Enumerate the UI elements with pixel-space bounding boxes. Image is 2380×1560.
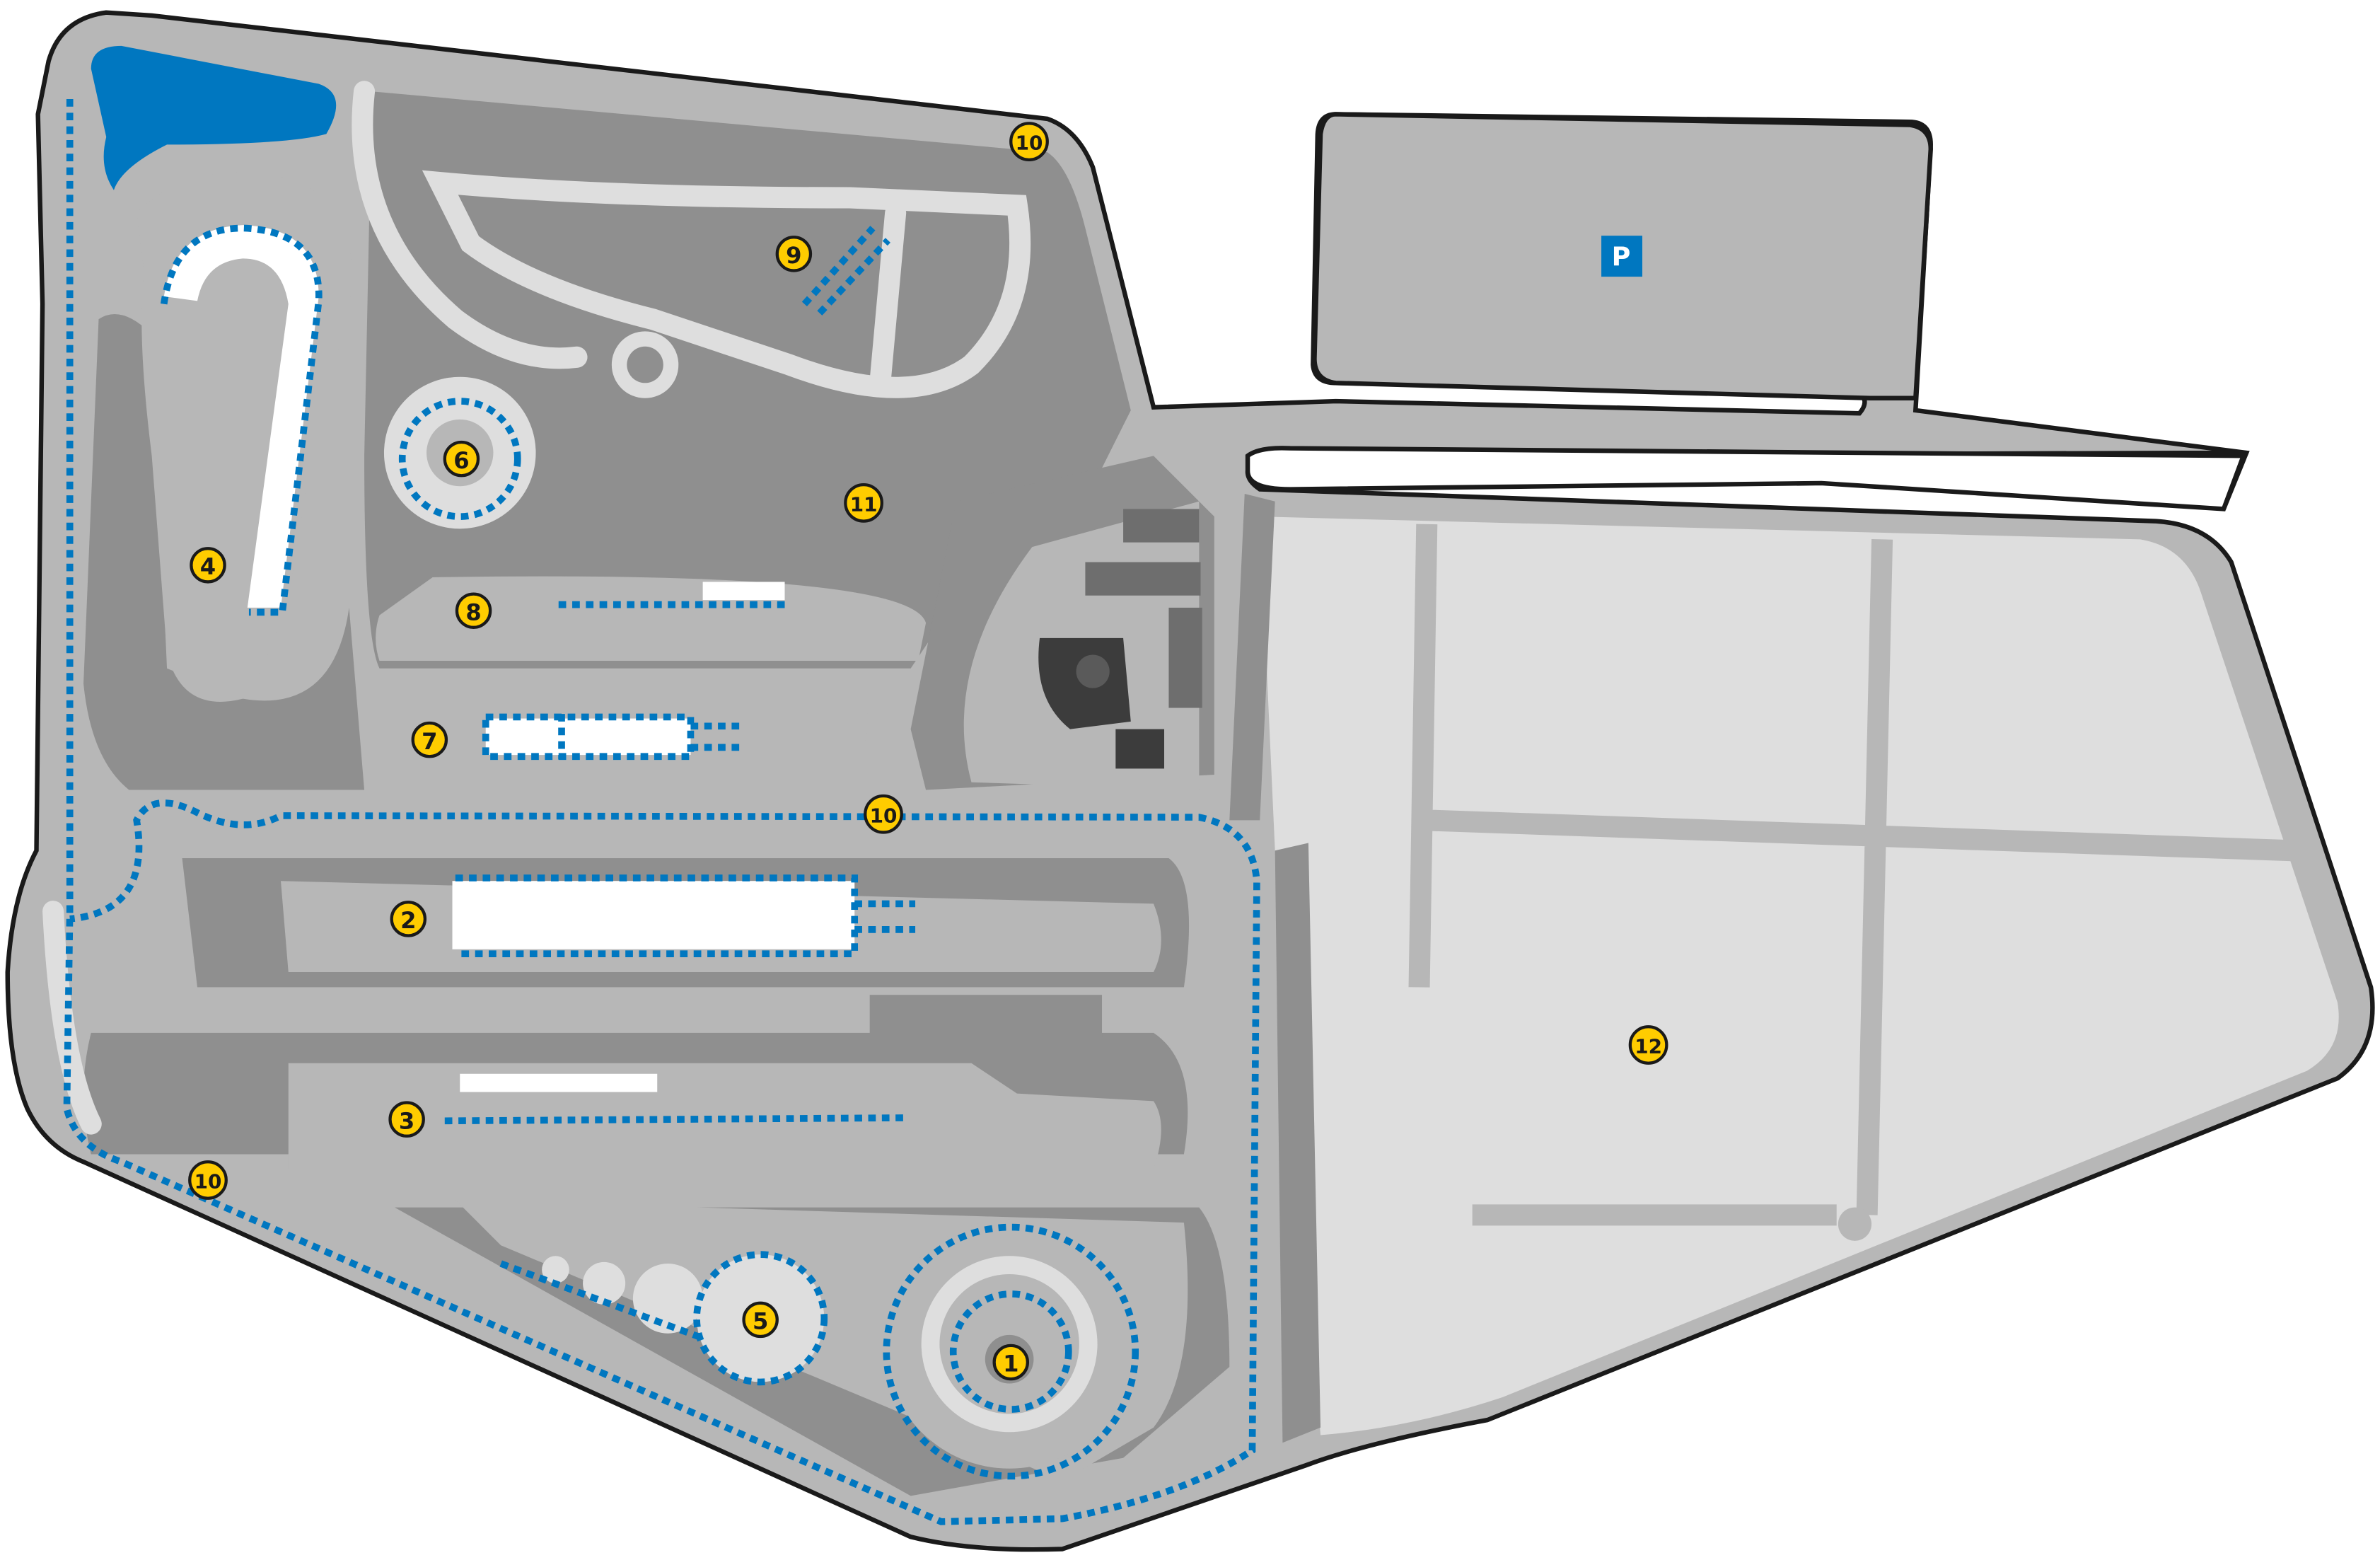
parking-label: P <box>1612 242 1631 272</box>
marker-7[interactable]: 7 <box>411 721 448 758</box>
route-lines <box>63 98 1260 1525</box>
marker-8[interactable]: 8 <box>455 592 492 629</box>
marker-10-left[interactable]: 10 <box>188 1160 228 1200</box>
svg-text:3: 3 <box>399 1107 414 1134</box>
svg-text:12: 12 <box>1635 1035 1662 1058</box>
marker-11[interactable]: 11 <box>844 483 883 523</box>
marker-12[interactable]: 12 <box>1628 1025 1668 1065</box>
svg-text:4: 4 <box>200 553 216 580</box>
marker-9[interactable]: 9 <box>775 236 813 272</box>
svg-text:10: 10 <box>870 804 898 827</box>
svg-text:6: 6 <box>453 447 469 474</box>
svg-text:9: 9 <box>786 242 801 269</box>
marker-3[interactable]: 3 <box>388 1101 425 1138</box>
svg-text:11: 11 <box>850 492 878 516</box>
svg-text:7: 7 <box>422 728 437 755</box>
marker-6[interactable]: 6 <box>443 440 480 478</box>
svg-text:8: 8 <box>465 599 481 625</box>
marker-1[interactable]: 1 <box>992 1344 1030 1381</box>
svg-text:10: 10 <box>195 1170 222 1194</box>
marker-4[interactable]: 4 <box>190 547 226 584</box>
svg-text:1: 1 <box>1003 1351 1018 1377</box>
marker-10-top[interactable]: 10 <box>1009 122 1049 161</box>
marker-2[interactable]: 2 <box>390 901 427 937</box>
service-roads <box>42 81 1031 1135</box>
marker-5[interactable]: 5 <box>742 1301 779 1339</box>
access-road <box>1245 446 2247 512</box>
marker-10-middle[interactable]: 10 <box>864 794 903 834</box>
water-pond <box>91 45 337 190</box>
svg-text:2: 2 <box>400 907 416 934</box>
svg-text:10: 10 <box>1016 132 1043 155</box>
parking-icon <box>1601 236 1643 277</box>
svg-text:5: 5 <box>753 1308 768 1335</box>
